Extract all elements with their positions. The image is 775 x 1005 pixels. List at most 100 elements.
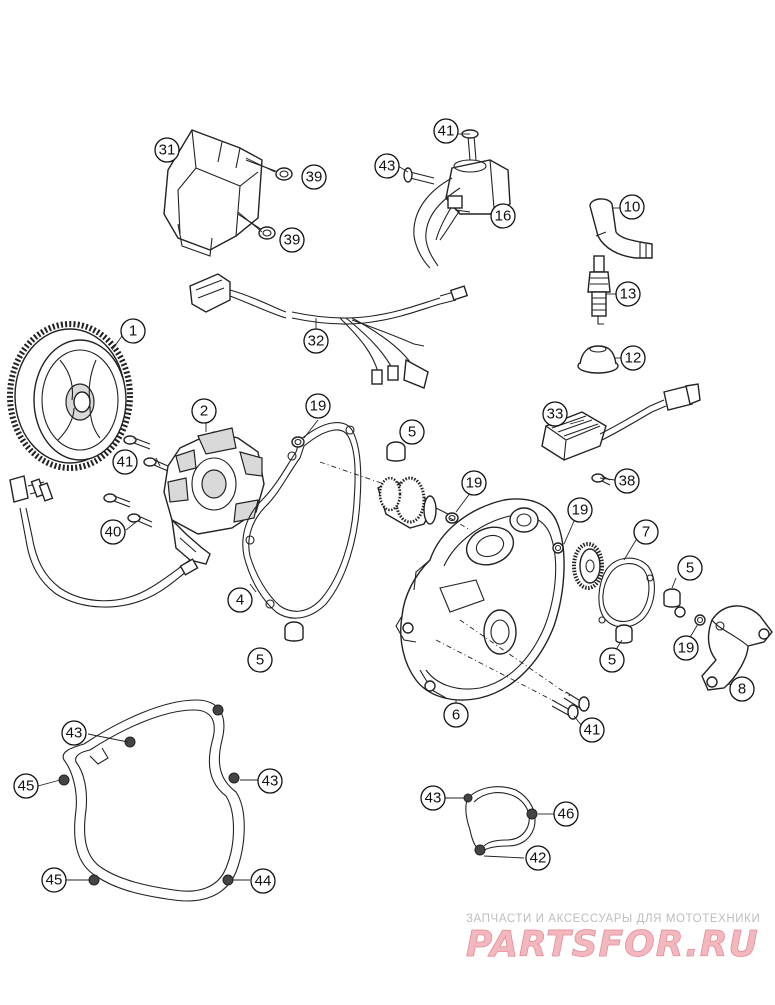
svg-text:39: 39: [284, 232, 301, 249]
dowel-5-right-upper: [663, 588, 681, 608]
starter-cover-gasket: [598, 557, 655, 628]
callout-39-b: 39: [279, 227, 305, 253]
bolts-40-stator: [103, 493, 153, 528]
svg-text:43: 43: [425, 790, 442, 807]
callout-1: 1: [120, 318, 146, 344]
svg-text:41: 41: [584, 722, 601, 739]
dowel-5-upper: [386, 441, 406, 462]
bolt-41-coil: [461, 129, 479, 161]
svg-text:4: 4: [236, 592, 244, 609]
callout-41-c: 41: [579, 717, 605, 743]
svg-text:43: 43: [66, 725, 83, 742]
callout-8: 8: [729, 676, 755, 702]
svg-text:38: 38: [619, 473, 636, 490]
spark-plug-cap: [589, 198, 653, 259]
wiring-harness: [189, 273, 469, 389]
svg-text:44: 44: [255, 873, 272, 890]
voltage-regulator: [541, 383, 701, 461]
svg-text:1: 1: [129, 323, 137, 340]
callout-6: 6: [443, 702, 469, 728]
callout-19-d: 19: [673, 635, 699, 661]
svg-text:5: 5: [608, 652, 616, 669]
seal-ring-19-right: [552, 542, 564, 554]
callout-19-a: 19: [305, 393, 331, 419]
bolts-41-stator: [123, 435, 169, 472]
cdi-unit: [163, 129, 263, 257]
starter-cover: [701, 605, 773, 691]
svg-text:32: 32: [308, 333, 325, 350]
callout-40: 40: [100, 519, 126, 545]
bolt-39-upper: [245, 159, 293, 181]
plug-boot-seal: [577, 345, 619, 374]
callout-5-d: 5: [599, 647, 625, 673]
callout-45-a: 45: [13, 773, 39, 799]
svg-text:2: 2: [200, 403, 208, 420]
callout-5-c: 5: [677, 555, 703, 581]
callout-5-b: 5: [247, 647, 273, 673]
callout-43-d: 43: [420, 785, 446, 811]
callout-5-a: 5: [399, 419, 425, 445]
assembly-axis-left: [319, 461, 385, 485]
callout-43-b: 43: [61, 720, 87, 746]
callout-19-c: 19: [567, 497, 593, 523]
callout-4: 4: [227, 587, 253, 613]
svg-text:33: 33: [547, 406, 564, 423]
callout-39-a: 39: [301, 164, 327, 190]
bolt-38: [591, 473, 611, 486]
cover-bolts-41: [435, 619, 590, 720]
spark-plug: [587, 255, 611, 325]
svg-text:5: 5: [686, 560, 694, 577]
callout-33: 33: [542, 401, 568, 427]
starter-gear: [572, 542, 604, 590]
starter-idler-gear-shaft: [377, 476, 449, 529]
callout-43-a: 43: [374, 153, 400, 179]
svg-text:45: 45: [46, 872, 63, 889]
water-pump-gasket: [463, 786, 538, 856]
callout-45-b: 45: [41, 867, 67, 893]
dowel-5-lower: [284, 621, 304, 642]
callout-38: 38: [614, 468, 640, 494]
svg-text:19: 19: [678, 640, 695, 657]
stator-wiring: [9, 475, 199, 608]
svg-text:8: 8: [738, 681, 746, 698]
callout-32: 32: [303, 328, 329, 354]
callout-7: 7: [633, 519, 659, 545]
flywheel: [7, 321, 133, 471]
callout-43-c: 43: [257, 768, 283, 794]
assembly-axis-mid: [449, 517, 471, 531]
svg-text:41: 41: [117, 454, 134, 471]
svg-text:46: 46: [558, 806, 575, 823]
callout-10: 10: [619, 194, 645, 220]
svg-text:13: 13: [620, 286, 637, 303]
svg-text:31: 31: [159, 142, 176, 159]
watermark-tagline: ЗАПЧАСТИ И АКСЕССУАРЫ ДЛЯ МОТОТЕХНИКИ: [466, 913, 760, 925]
ignition-cover: [395, 498, 565, 701]
callout-2: 2: [191, 398, 217, 424]
bolt-43-coil: [403, 167, 435, 185]
callout-46: 46: [553, 801, 579, 827]
seal-ring-19-mid: [445, 512, 459, 524]
svg-text:12: 12: [625, 350, 642, 367]
svg-text:45: 45: [18, 778, 35, 795]
callout-41-a: 41: [433, 118, 459, 144]
svg-text:6: 6: [452, 707, 460, 724]
callout-31: 31: [154, 137, 180, 163]
dowel-5-right-lower: [615, 624, 633, 644]
svg-text:19: 19: [572, 502, 589, 519]
svg-text:16: 16: [495, 208, 512, 225]
svg-text:5: 5: [256, 652, 264, 669]
seal-ring-19-left: [291, 436, 305, 448]
svg-text:7: 7: [642, 524, 650, 541]
callout-42: 42: [525, 845, 551, 871]
seal-ring-19-far-right: [674, 606, 706, 626]
svg-text:10: 10: [624, 199, 641, 216]
svg-text:43: 43: [262, 773, 279, 790]
callout-19-b: 19: [461, 470, 487, 496]
callout-16: 16: [490, 203, 516, 229]
callout-12: 12: [620, 345, 646, 371]
watermark-logo: PARTSFOR.RU: [466, 924, 759, 965]
stator: [163, 427, 265, 565]
watermark: ЗАПЧАСТИ И АКСЕССУАРЫ ДЛЯ МОТОТЕХНИКИ PA…: [466, 913, 760, 965]
svg-text:5: 5: [408, 424, 416, 441]
